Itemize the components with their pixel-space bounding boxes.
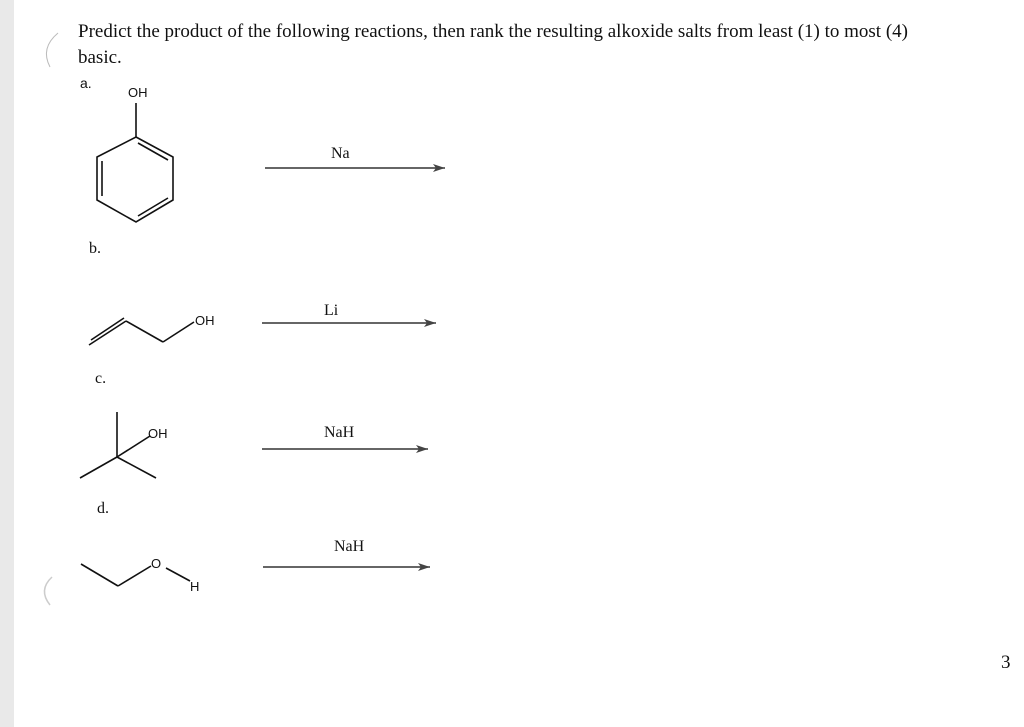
question-text-line2: basic.	[78, 47, 122, 68]
page-number: 3	[1001, 652, 1011, 673]
reaction-d-label: d.	[97, 500, 109, 517]
question-text-line1: Predict the product of the following rea…	[78, 21, 908, 42]
allyl-alcohol-oh-label: OH	[195, 313, 215, 328]
ethanol-structure	[80, 563, 191, 587]
reagent-d: NaH	[334, 538, 365, 555]
allyl-alcohol-structure	[88, 317, 195, 346]
margin-mark	[45, 32, 59, 68]
ethanol-h-label: H	[190, 579, 200, 594]
phenol-oh-label: OH	[128, 85, 148, 100]
left-margin-strip	[0, 0, 14, 727]
reagent-c: NaH	[324, 424, 355, 441]
tbutanol-oh-label: OH	[148, 426, 168, 441]
reaction-c-label: c.	[95, 370, 107, 387]
ethanol-o-label: O	[151, 556, 162, 571]
reaction-a-label: a.	[80, 75, 92, 91]
reagent-a: Na	[331, 145, 350, 162]
reagent-b: Li	[324, 302, 339, 319]
phenol-structure	[96, 103, 174, 223]
margin-mark	[43, 576, 53, 606]
tert-butanol-structure	[79, 412, 157, 479]
reaction-b-label: b.	[89, 240, 101, 257]
